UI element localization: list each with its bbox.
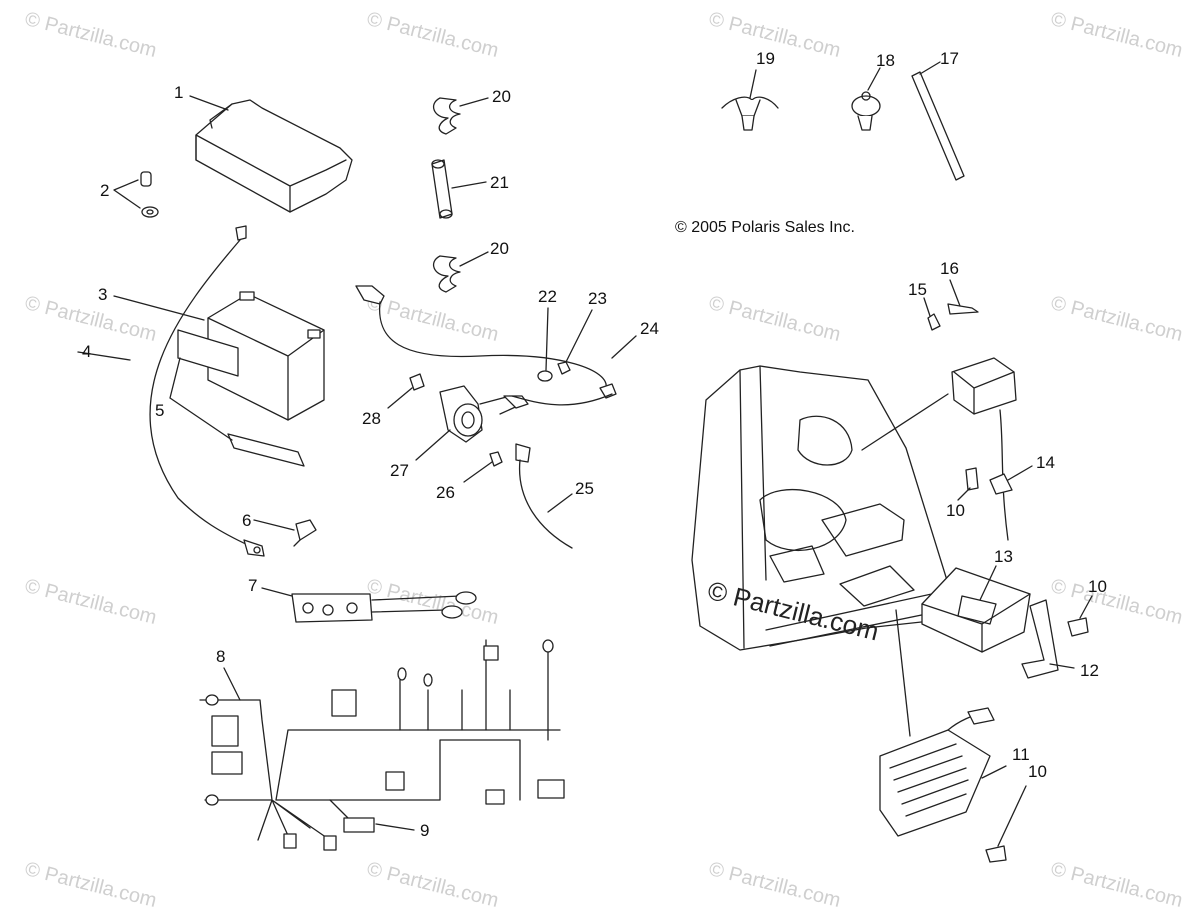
leader-line (565, 309, 593, 363)
leader-line (451, 181, 487, 189)
callout-6: 6 (242, 511, 252, 530)
callout-11: 11 (1012, 745, 1030, 764)
callout-18: 18 (876, 51, 895, 70)
leader-line (749, 69, 757, 99)
leader-line (113, 295, 205, 321)
bolt (1067, 617, 1089, 637)
positive-cable (355, 285, 617, 399)
leader-line (547, 493, 573, 513)
cdi-module (921, 567, 1031, 653)
leader-line (1007, 465, 1033, 481)
callout-21: 21 (490, 173, 509, 192)
leader-line (611, 335, 637, 359)
solenoid-cable (511, 393, 613, 406)
callout-9: 9 (420, 821, 430, 840)
callout-24: 24 (640, 319, 659, 338)
leader-line (997, 785, 1027, 847)
callout-23: 23 (588, 289, 607, 308)
callout-10: 10 (1028, 762, 1047, 781)
bolt (985, 845, 1007, 863)
leader-line (463, 461, 493, 483)
leader-line (387, 387, 413, 409)
terminal-screw (293, 519, 317, 547)
leader-line (949, 279, 961, 307)
leader-line (261, 587, 293, 597)
cable-clamp (989, 473, 1013, 495)
wiring-harness (199, 639, 565, 851)
leader-line (1049, 663, 1075, 669)
callout-20: 20 (492, 87, 511, 106)
callout-5: 5 (155, 401, 165, 420)
leader-line (867, 67, 881, 91)
leader-line (923, 297, 931, 317)
leader-line (77, 351, 131, 361)
leader-line (545, 307, 549, 371)
callout-10: 10 (1088, 577, 1107, 596)
bolt-and-washer (140, 171, 159, 218)
leader-line (189, 95, 229, 111)
callout-3: 3 (98, 285, 108, 304)
leader-line (957, 487, 971, 501)
callout-8: 8 (216, 647, 226, 666)
callout-12: 12 (1080, 661, 1099, 680)
bolt (965, 467, 979, 491)
battery-cable (149, 225, 265, 557)
negative-cable (515, 443, 573, 549)
callout-22: 22 (538, 287, 557, 306)
leader-line (415, 429, 451, 461)
copyright-notice: © 2005 Polaris Sales Inc. (675, 219, 855, 236)
callout-2: 2 (100, 181, 110, 200)
callout-4: 4 (82, 342, 92, 361)
callout-27: 27 (390, 461, 409, 480)
callout-14: 14 (1036, 453, 1055, 472)
leader-line (169, 357, 233, 441)
mounting-strap (431, 159, 453, 219)
clip-upper (432, 97, 461, 135)
leader-line (375, 823, 415, 831)
leader-line (1079, 595, 1093, 619)
battery (207, 291, 325, 421)
cable-clamp (851, 91, 881, 131)
washer (537, 370, 553, 382)
callout-7: 7 (248, 576, 258, 595)
callout-25: 25 (575, 479, 594, 498)
clip-lower (432, 255, 461, 293)
nut (927, 313, 941, 331)
leader-line (253, 519, 295, 531)
nut (489, 451, 503, 467)
callout-16: 16 (940, 259, 959, 278)
callout-1: 1 (174, 83, 184, 102)
battery-labels (177, 329, 305, 467)
leader-line (223, 667, 241, 701)
nut (557, 361, 571, 375)
leader-line (919, 61, 941, 75)
retainer-clip (721, 96, 779, 131)
relay (951, 357, 1017, 541)
callout-15: 15 (908, 280, 927, 299)
bolt (409, 373, 425, 391)
leader-line (895, 609, 911, 737)
leader-line (861, 393, 949, 451)
callout-26: 26 (436, 483, 455, 502)
leader-line (113, 179, 141, 209)
callout-10: 10 (946, 501, 965, 520)
bolt (947, 303, 979, 315)
leader-line (981, 765, 1007, 779)
callout-17: 17 (940, 49, 959, 68)
mounting-bracket (1021, 599, 1059, 679)
callout-20: 20 (490, 239, 509, 258)
starter-solenoid (439, 385, 529, 443)
battery-cover (195, 99, 353, 213)
cable-bracket (291, 591, 477, 623)
leader-line (979, 565, 997, 601)
callout-19: 19 (756, 49, 775, 68)
callout-28: 28 (362, 409, 381, 428)
callout-13: 13 (994, 547, 1013, 566)
cable-tie (911, 71, 965, 181)
voltage-regulator (879, 707, 995, 837)
leader-line (459, 97, 489, 107)
leader-line (459, 251, 489, 267)
